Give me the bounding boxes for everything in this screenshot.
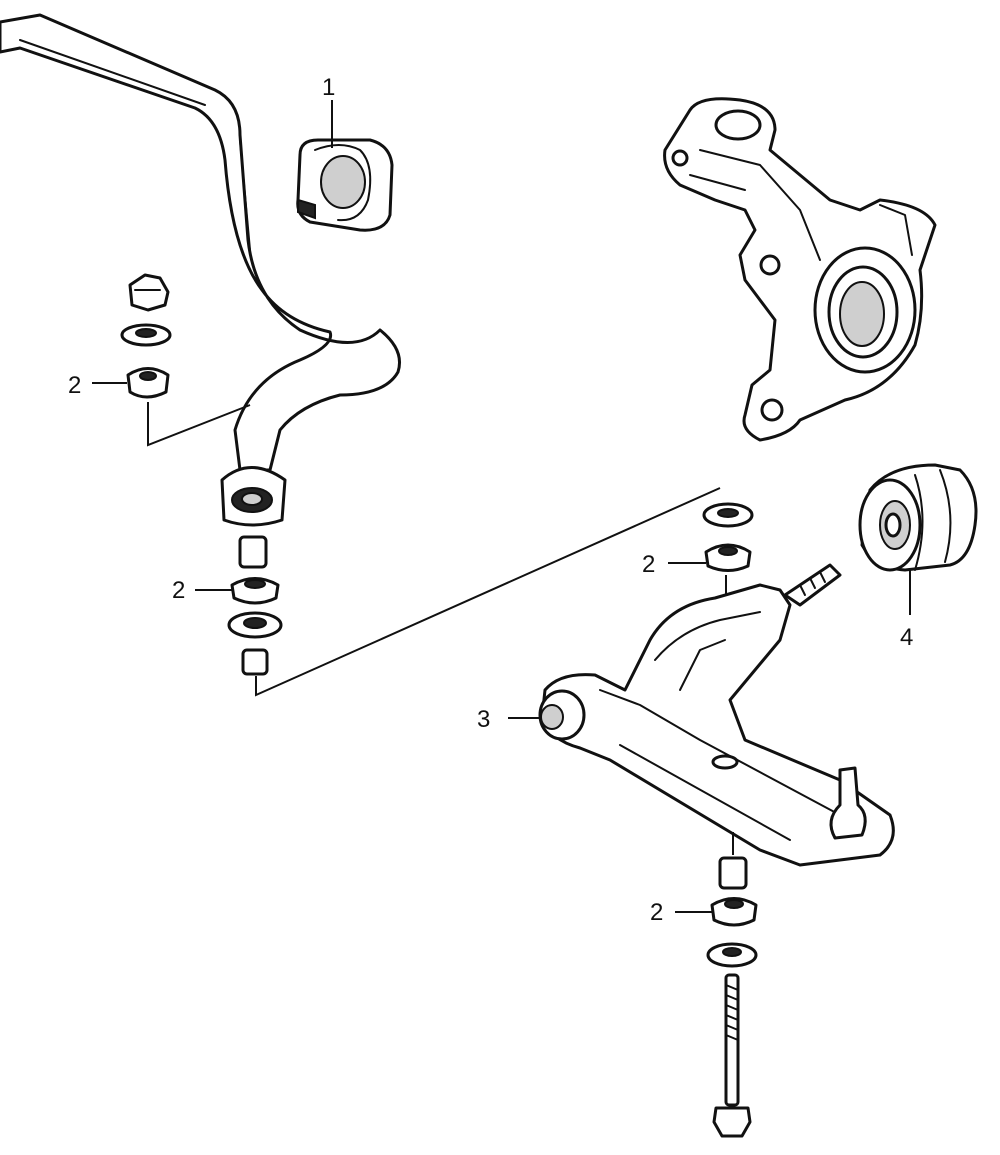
arm-top-hardware [668, 502, 754, 615]
callout-2-top-left: 2 [68, 372, 81, 399]
end-link-top-hardware [92, 273, 251, 447]
callout-2-bottom-right: 2 [650, 899, 663, 926]
callout-3: 3 [477, 706, 490, 733]
callout-2-bottom-left: 2 [172, 577, 185, 604]
callout-1: 1 [322, 74, 335, 101]
callout-4: 4 [900, 624, 913, 651]
callout-2-top-right: 2 [642, 551, 655, 578]
stabilizer-bushing [296, 100, 394, 232]
compliance-bushing [858, 463, 978, 615]
end-link-bottom-hardware [195, 487, 721, 697]
lower-control-arm [508, 563, 895, 867]
arm-bottom-hardware [675, 856, 758, 1138]
stabilizer-bar [0, 13, 401, 527]
steering-knuckle [663, 97, 937, 442]
